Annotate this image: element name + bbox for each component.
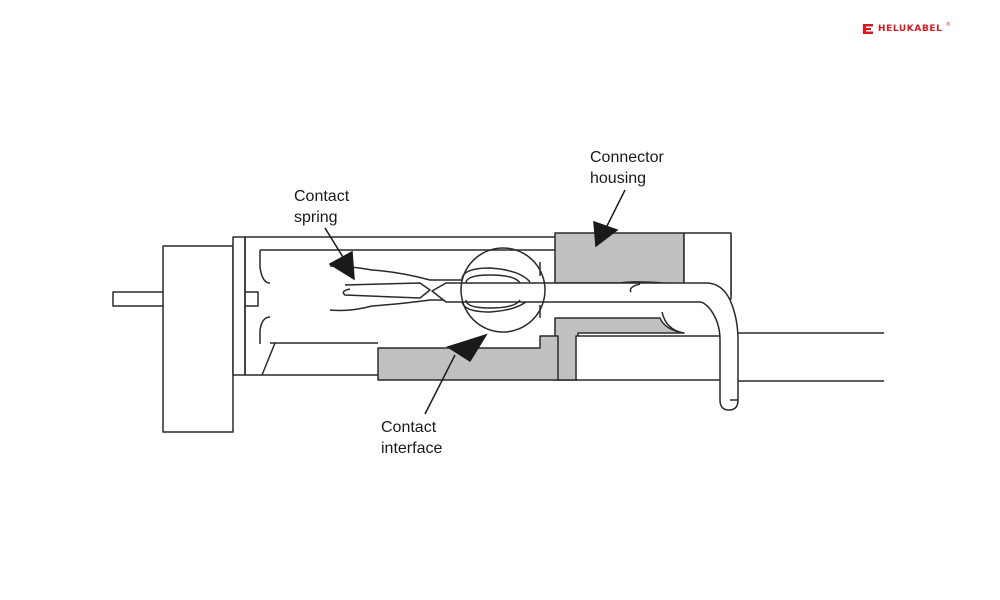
leader-contact-interface: [424, 354, 456, 415]
label-connector-housing-line2: housing: [590, 170, 647, 187]
contact-pin: [431, 282, 739, 411]
label-contact-interface-line2: interface: [381, 440, 443, 457]
label-connector-housing: Connector housing: [590, 147, 664, 189]
cable-jacket: [730, 332, 884, 382]
left-flange: [162, 245, 234, 433]
label-connector-housing-line1: Connector: [590, 149, 664, 166]
logo-wordmark: HELUKABEL: [878, 24, 943, 34]
label-contact-spring-line1: Contact: [294, 188, 350, 205]
label-contact-spring-line2: spring: [294, 209, 338, 226]
arrow-contact-interface: [446, 333, 488, 363]
label-contact-interface: Contact interface: [381, 417, 442, 459]
contact-interface-circle: [460, 247, 546, 333]
label-contact-interface-line1: Contact: [381, 419, 437, 436]
arrow-contact-spring: [328, 250, 355, 281]
label-contact-spring: Contact spring: [294, 186, 349, 228]
lower-right-block: [575, 335, 731, 381]
arrow-connector-housing: [593, 220, 619, 248]
helukabel-logo: HELUKABEL ®: [862, 22, 950, 36]
connector-housing-top: [554, 232, 685, 286]
flange-collar: [232, 236, 246, 376]
helukabel-logo-icon: [863, 24, 873, 34]
leader-connector-housing: [604, 189, 626, 231]
logo-registered-mark: ®: [946, 22, 951, 28]
